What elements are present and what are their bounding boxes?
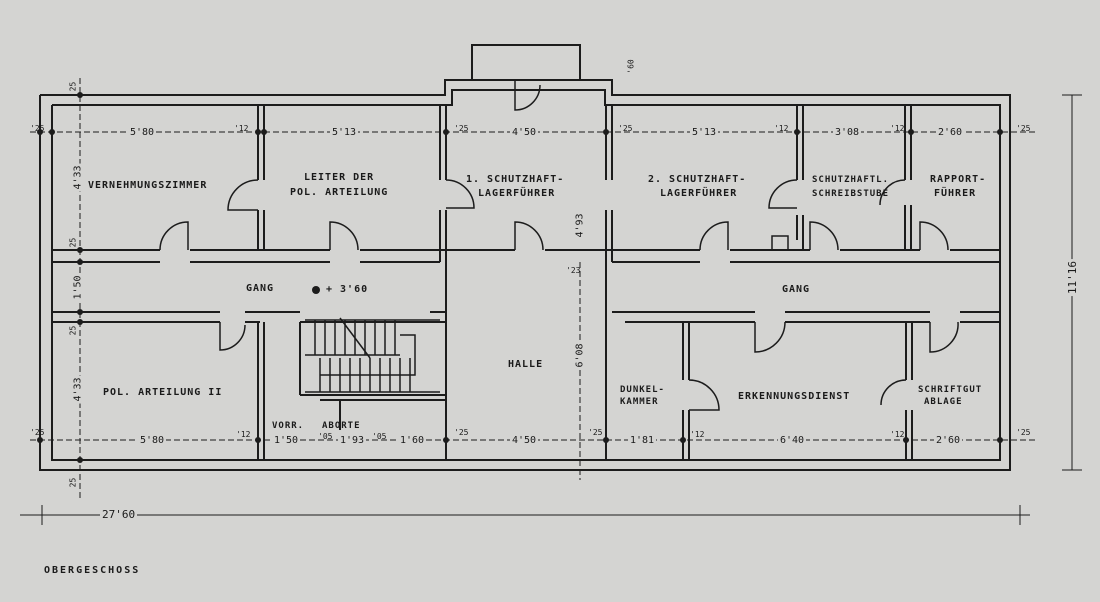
dim-bottom: 1'93 — [338, 435, 367, 446]
room-label-schriftgut: SCHRIFTGUT — [918, 385, 983, 395]
dim-bottom: '25 — [30, 428, 45, 437]
room-label-gang: GANG — [246, 283, 275, 294]
stair — [305, 317, 440, 393]
room-label-rapport-2: FÜHRER — [934, 188, 977, 199]
dim-bottom: 1'81 — [628, 435, 657, 446]
room-label-schutzhaft-2b: LAGERFÜHRER — [660, 188, 738, 199]
room-label-halle: HALLE — [508, 359, 544, 370]
dim-top: '25 — [618, 124, 633, 133]
dim-bottom: 4'50 — [510, 435, 539, 446]
dim-total-depth: 11'16 — [1066, 258, 1080, 297]
room-label-leiter: LEITER DER — [304, 172, 375, 183]
dim-top: 2'60 — [936, 127, 965, 138]
dim-balcony: '60 — [626, 59, 636, 74]
room-label-erkennungsdienst: ERKENNUNGSDIENST — [738, 391, 851, 402]
partition-walls — [257, 105, 913, 460]
room-label-vorr: VORR. — [272, 421, 305, 431]
dim-bottom: '05 — [318, 432, 333, 441]
dim-left: 25 — [68, 325, 78, 336]
room-label-schreibstube: SCHUTZHAFTL. — [812, 175, 890, 185]
room-label-gang-right: GANG — [782, 284, 811, 295]
dim-bottom: '12 — [690, 430, 705, 439]
room-label-pol-abteilung-2: POL. ARTEILUNG II — [103, 387, 223, 398]
dim-bottom: 2'60 — [934, 435, 963, 446]
dim-top: '25 — [454, 124, 469, 133]
dim-left: 25 — [68, 477, 78, 488]
dim-bottom: 6'40 — [778, 435, 807, 446]
dim-bottom: '25 — [1016, 428, 1031, 437]
dim-top: '12 — [774, 124, 789, 133]
dim-bottom: '25 — [454, 428, 469, 437]
room-label-dunkelkammer-2: KAMMER — [620, 397, 659, 407]
drawing-title: OBERGESCHOSS — [44, 565, 141, 576]
doors — [159, 80, 959, 411]
room-label-rapport: RAPPORT- — [930, 174, 987, 185]
dim-bottom: '25 — [588, 428, 603, 437]
dim-left: 4'33 — [72, 163, 84, 192]
dim-left: 4'33 — [72, 375, 84, 404]
dim-top: '25 — [1016, 124, 1031, 133]
dim-top: 5'13 — [690, 127, 719, 138]
balcony — [471, 44, 581, 81]
dim-middle: 6'08 — [574, 341, 586, 370]
room-label-schutzhaft-2: 2. SCHUTZHAFT- — [648, 174, 747, 185]
room-label-leiter-2: POL. ARTEILUNG — [290, 187, 389, 198]
dim-top: 3'08 — [833, 127, 862, 138]
dim-left: 25 — [68, 81, 78, 92]
dimension-dots — [37, 92, 1003, 463]
dim-left: 25 — [68, 237, 78, 248]
dim-middle: 4'93 — [574, 211, 586, 240]
dim-bottom: 5'80 — [138, 435, 167, 446]
room-label-ablage: ABLAGE — [924, 397, 963, 407]
room-label-dunkelkammer: DUNKEL- — [620, 385, 665, 395]
dim-middle: '23 — [566, 266, 581, 275]
dim-top: 5'80 — [128, 127, 157, 138]
dim-bottom: '05 — [372, 432, 387, 441]
dim-top: 5'13 — [330, 127, 359, 138]
room-label-aborte: ABORTE — [322, 421, 361, 431]
dim-bottom: '12 — [236, 430, 251, 439]
room-label-schutzhaft-1b: LAGERFÜHRER — [478, 188, 556, 199]
dimension-lines — [20, 78, 1082, 525]
dim-top: '25 — [30, 124, 45, 133]
dim-bottom: 1'50 — [272, 435, 301, 446]
room-label-schutzhaft-1: 1. SCHUTZHAFT- — [466, 174, 565, 185]
corridor-walls — [52, 249, 1000, 323]
room-label-schreibstube-2: SCHREIBSTUBE — [812, 189, 890, 199]
dim-bottom: 1'60 — [398, 435, 427, 446]
room-label-vernehmungszimmer: VERNEHMUNGSZIMMER — [88, 180, 208, 191]
dim-bottom: '12 — [890, 430, 905, 439]
dim-top: '12 — [890, 124, 905, 133]
dim-left: 1'50 — [72, 273, 84, 302]
dim-top: '12 — [234, 124, 249, 133]
dim-total-width: 27'60 — [100, 508, 138, 521]
level-label: + 3'60 — [326, 284, 369, 295]
dim-top: 4'50 — [510, 127, 539, 138]
